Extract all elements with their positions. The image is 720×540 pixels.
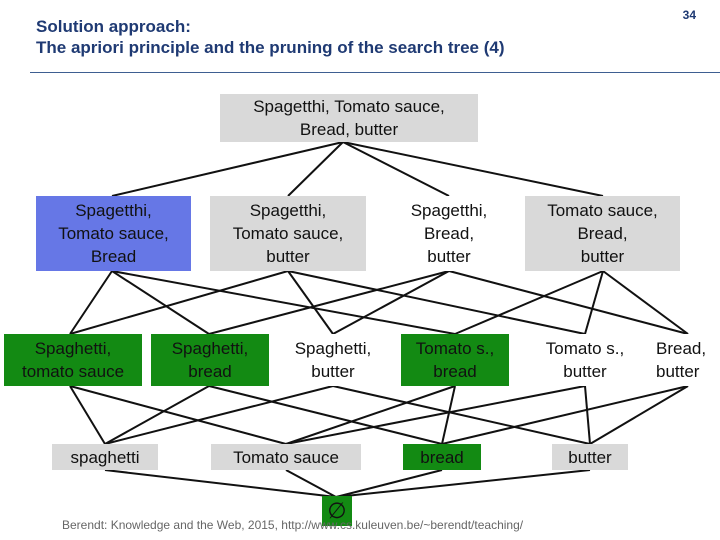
edge	[584, 385, 591, 445]
node-label: Bread, butter	[299, 120, 399, 139]
edge	[104, 385, 210, 445]
itemset-node: butter	[552, 444, 628, 470]
edge	[69, 385, 287, 445]
title-line-2: The apriori principle and the pruning of…	[36, 38, 505, 57]
itemset-node: spaghetti	[52, 444, 158, 470]
itemset-node-frequent: Tomato s., bread	[401, 334, 509, 386]
node-label: Bread	[90, 247, 137, 266]
edge	[448, 270, 689, 335]
itemset-node: Bread, butter	[652, 334, 720, 386]
edge	[208, 385, 443, 445]
node-label: Tomato sauce,	[232, 224, 344, 243]
node-label: butter	[563, 362, 607, 381]
itemset-node: Spaghetti, butter	[280, 334, 386, 386]
edge	[589, 385, 689, 445]
edge	[208, 270, 450, 335]
edge	[104, 469, 337, 498]
node-label: Spaghetti,	[294, 339, 372, 358]
edge	[332, 270, 450, 335]
node-label: butter	[580, 247, 625, 266]
edge	[335, 469, 591, 498]
edge	[69, 270, 113, 335]
edge	[111, 270, 210, 335]
title-divider	[30, 72, 720, 73]
node-label: Spagetthi,	[249, 201, 327, 220]
title-line-1: Solution approach:	[36, 17, 191, 36]
node-label: bread	[188, 362, 232, 381]
node-label: Tomato s.,	[415, 339, 495, 358]
edge	[285, 469, 337, 498]
node-label: Tomato sauce,	[58, 224, 169, 243]
edge	[584, 270, 604, 335]
itemset-node-frequent: Spaghetti, bread	[151, 334, 269, 386]
edge	[332, 385, 591, 445]
footer-citation: Berendt: Knowledge and the Web, 2015, ht…	[62, 518, 524, 532]
edge	[69, 270, 289, 335]
edge	[287, 141, 344, 197]
node-label: spaghetti	[70, 447, 140, 467]
node-label: Spaghetti,	[171, 339, 249, 358]
node-label: Bread,	[423, 224, 475, 243]
node-label: bread	[420, 447, 464, 467]
edge	[335, 469, 443, 498]
itemset-node: Tomato sauce	[211, 444, 361, 470]
node-label: Tomato s.,	[545, 339, 625, 358]
node-label: bread	[433, 362, 477, 381]
empty-set-node: ∅	[322, 496, 352, 526]
itemset-node-pruned: Spagetthi, Tomato sauce, Bread	[36, 196, 191, 271]
itemset-node-frequent: bread	[403, 444, 481, 470]
edge	[441, 385, 456, 445]
node-label: tomato sauce	[21, 362, 125, 381]
page-number: 34	[682, 8, 696, 22]
node-label: butter	[427, 247, 471, 266]
edge	[342, 141, 604, 197]
node-label: Bread,	[577, 224, 628, 243]
node-label: butter	[266, 247, 310, 266]
slide-title: Solution approach: The apriori principle…	[36, 16, 636, 58]
itemset-node: Tomato s., butter	[530, 334, 640, 386]
node-label: Bread,	[656, 339, 707, 358]
itemset-node: Tomato sauce, Bread, butter	[525, 196, 680, 271]
edge	[104, 385, 334, 445]
edge	[441, 385, 689, 445]
node-label: Spagetthi,	[75, 201, 152, 220]
edge	[111, 270, 456, 335]
node-label: Spagetthi, Tomato sauce,	[253, 97, 445, 116]
edge	[285, 385, 456, 445]
itemset-node: Spagetthi, Bread, butter	[395, 196, 503, 271]
itemset-node: Spagetthi, Tomato sauce, butter	[210, 196, 366, 271]
itemset-node-frequent: Spaghetti, tomato sauce	[4, 334, 142, 386]
edge	[111, 141, 344, 197]
node-label: butter	[656, 362, 700, 381]
edge	[602, 270, 689, 335]
edge	[454, 270, 604, 335]
node-label: Spaghetti,	[34, 339, 112, 358]
empty-set-symbol: ∅	[327, 498, 347, 524]
edge	[287, 270, 586, 335]
edge	[285, 385, 586, 445]
node-label: butter	[311, 362, 355, 381]
node-label: Tomato sauce	[233, 447, 339, 467]
edge	[69, 385, 106, 445]
edge	[287, 270, 334, 335]
node-label: butter	[568, 447, 612, 467]
node-label: Tomato sauce,	[547, 201, 658, 220]
itemset-node-top: Spagetthi, Tomato sauce, Bread, butter	[220, 94, 478, 142]
edge	[342, 141, 450, 197]
node-label: Spagetthi,	[410, 201, 488, 220]
